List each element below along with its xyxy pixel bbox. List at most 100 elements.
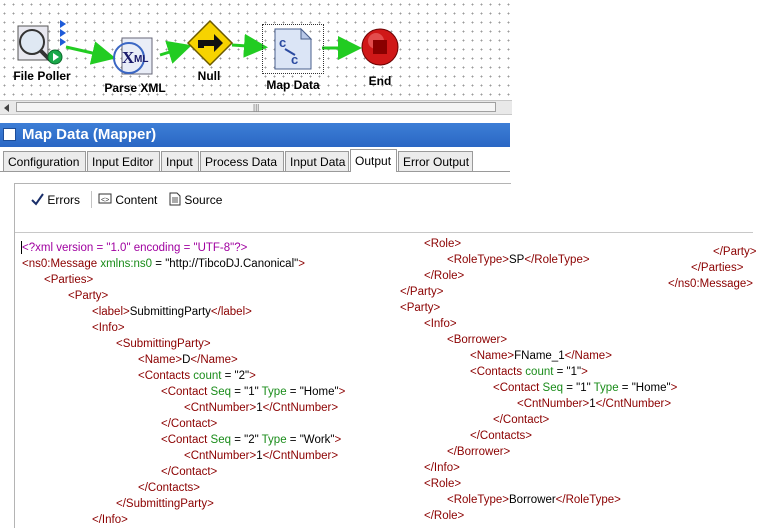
xml-token: = "Home" xyxy=(286,386,339,398)
xml-token: </Role> xyxy=(424,510,465,522)
xml-token: <Party> xyxy=(68,290,109,302)
tab-error-output[interactable]: Error Output xyxy=(398,151,473,171)
node-map-data[interactable]: c c Map Data xyxy=(262,24,324,94)
xml-token: <label> xyxy=(92,306,130,318)
svg-text:<>: <> xyxy=(101,197,109,204)
node-file-poller[interactable]: File Poller xyxy=(13,20,71,83)
xml-token: </RoleType> xyxy=(555,494,621,506)
xml-line: </Contact> xyxy=(161,416,217,432)
xml-line: </Role> xyxy=(424,508,464,524)
svg-text:X: X xyxy=(122,48,135,67)
xml-line: </Parties> xyxy=(691,260,743,276)
xml-line: <Borrower> xyxy=(447,332,507,348)
content-label: Content xyxy=(115,193,158,207)
scrollbar-thumb[interactable]: ||| xyxy=(16,102,496,112)
xml-token: <Role> xyxy=(424,478,462,490)
xml-line: <Contacts count = "1"> xyxy=(470,364,588,380)
xml-token: > xyxy=(670,382,678,394)
xml-token: </SubmittingParty> xyxy=(116,498,214,510)
end-icon xyxy=(361,28,399,66)
xml-line: </Contacts> xyxy=(138,480,200,496)
tab-input[interactable]: Input xyxy=(161,151,199,171)
xml-token: xmlns:ns0 xyxy=(100,258,153,270)
connector-poller-parse[interactable] xyxy=(65,41,116,65)
xml-line: <CntNumber>1</CntNumber> xyxy=(184,400,338,416)
xml-token: </Info> xyxy=(424,462,460,474)
xml-line: <Party> xyxy=(400,300,440,316)
xml-token: Seq xyxy=(210,386,232,398)
xml-token: </Party> xyxy=(400,286,444,298)
node-label-null: Null xyxy=(197,69,221,83)
xml-token: </Contacts> xyxy=(138,482,201,494)
node-label-file-poller: File Poller xyxy=(13,69,71,83)
xml-token: <CntNumber> xyxy=(184,402,257,414)
xml-token: Type xyxy=(593,382,619,394)
xml-token: <Name> xyxy=(138,354,183,366)
xml-token: = "Home" xyxy=(618,382,671,394)
xml-token: Seq xyxy=(542,382,564,394)
xml-token: > xyxy=(298,258,305,270)
xml-token: </CntNumber> xyxy=(262,402,339,414)
xml-token: </Party> xyxy=(713,246,757,258)
xml-line: </Contacts> xyxy=(470,428,532,444)
source-button[interactable]: Source xyxy=(169,191,222,209)
node-label-map-data: Map Data xyxy=(266,78,320,92)
xml-line: </ns0:Message> xyxy=(668,276,753,292)
xml-token: > xyxy=(338,386,346,398)
xml-token: <CntNumber> xyxy=(184,450,257,462)
xml-line: <ns0:Message xmlns:ns0 = "http://TibcoDJ… xyxy=(22,256,305,272)
xml-token: = "1" xyxy=(553,366,582,378)
node-null[interactable]: Null xyxy=(186,20,234,83)
xml-token: <Name> xyxy=(470,350,515,362)
tab-input-data[interactable]: Input Data xyxy=(285,151,349,171)
xml-line: <Name>D</Name> xyxy=(138,352,238,368)
xml-token: </Info> xyxy=(92,514,128,526)
content-button[interactable]: <> Content xyxy=(98,191,157,209)
tab-output[interactable]: Output xyxy=(350,149,397,172)
xml-line: <Contact Seq = "2" Type = "Work"> xyxy=(161,432,341,448)
tab-configuration[interactable]: Configuration xyxy=(3,151,86,171)
mapper-title-bar: Map Data (Mapper) xyxy=(0,123,510,147)
xml-line: </Info> xyxy=(92,512,128,528)
xml-token: </Contacts> xyxy=(470,430,533,442)
xml-token: </Name> xyxy=(564,350,612,362)
xml-token: 1 xyxy=(256,402,263,414)
errors-button[interactable]: Errors xyxy=(30,191,80,209)
xml-line: <Info> xyxy=(424,316,457,332)
node-parse-xml[interactable]: X ML Parse XML xyxy=(104,36,166,95)
tab-process-data[interactable]: Process Data xyxy=(200,151,284,171)
xml-token: = "Work" xyxy=(286,434,335,446)
xml-token: <Contact xyxy=(161,434,211,446)
file-poller-icon xyxy=(17,20,66,65)
source-label: Source xyxy=(184,193,223,207)
tab-strip: Configuration Input Editor Input Process… xyxy=(0,149,510,172)
xml-token: > xyxy=(249,370,256,382)
xml-token: 1 xyxy=(256,450,263,462)
xml-line: </Info> xyxy=(424,460,460,476)
xml-token: = "http://TibcoDJ.Canonical" xyxy=(152,258,299,270)
xml-token: = "1" xyxy=(563,382,594,394)
xml-line: <SubmittingParty> xyxy=(116,336,211,352)
node-end[interactable]: End xyxy=(360,28,400,92)
svg-text:ML: ML xyxy=(134,54,148,65)
connector-parse-null[interactable] xyxy=(159,40,192,64)
xml-token: count xyxy=(525,366,554,378)
xml-token: = "1" xyxy=(231,386,262,398)
xml-token: <Contacts xyxy=(138,370,194,382)
tab-input-editor[interactable]: Input Editor xyxy=(87,151,160,171)
xml-line: <label>SubmittingParty</label> xyxy=(92,304,252,320)
connector-null-map[interactable] xyxy=(231,33,268,58)
svg-text:c: c xyxy=(291,52,298,67)
xml-token: <RoleType> xyxy=(447,494,510,506)
canvas-horizontal-scrollbar[interactable]: ||| xyxy=(0,100,512,115)
xml-line: <Contact Seq = "1" Type = "Home"> xyxy=(493,380,677,396)
xml-token: <Role> xyxy=(424,238,462,250)
source-document-icon xyxy=(169,192,181,206)
xml-token: </Role> xyxy=(424,270,465,282)
process-canvas[interactable]: File Poller X ML Parse XML Null c c Map … xyxy=(0,0,512,100)
xml-token: Type xyxy=(261,386,287,398)
xml-token: <Contact xyxy=(161,386,211,398)
xml-token: </Parties> xyxy=(691,262,744,274)
xml-line: <Name>FName_1</Name> xyxy=(470,348,612,364)
scroll-left-arrow-icon[interactable] xyxy=(4,104,9,112)
